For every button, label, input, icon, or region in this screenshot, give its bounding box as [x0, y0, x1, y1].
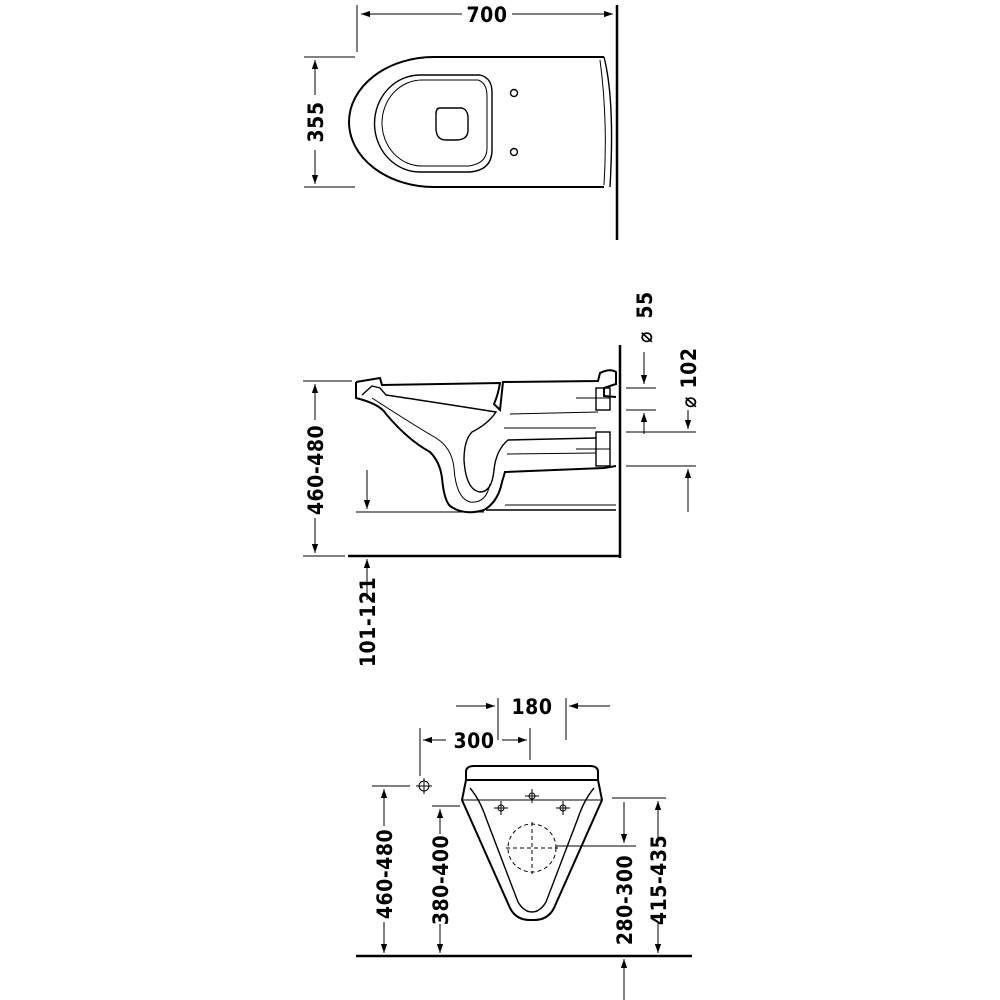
dim-left-460-480: 460-480 [373, 829, 397, 919]
dim-inner-380-400: 380-400 [429, 835, 453, 925]
fixing-marker [494, 801, 508, 815]
dim-height-460-480: 460-480 [304, 425, 328, 515]
dim-180: 180 [512, 695, 553, 719]
fixing-hole [509, 88, 519, 98]
fixing-hole [509, 147, 519, 157]
dim-depth-355: 355 [304, 102, 328, 143]
front-bowl [460, 779, 604, 921]
trap-channel [361, 385, 597, 493]
seat-rim [373, 74, 493, 173]
dim-pipe-102: 102 [677, 348, 701, 389]
bowl-flange [603, 56, 613, 188]
fixing-marker [556, 801, 570, 815]
diameter-symbol: ⌀ [633, 331, 657, 343]
side-profile [355, 382, 617, 514]
top-view: 700 355 [304, 3, 619, 240]
inlet-pipe [595, 387, 611, 411]
dim-width-700: 700 [467, 3, 508, 27]
dim-right-415-435: 415-435 [647, 835, 671, 925]
drain-opening [435, 107, 469, 141]
front-view: 180 300 460-480 380-400 280-300 415-435 [356, 695, 692, 1000]
fixing-marker [525, 789, 539, 803]
diameter-symbol: ⌀ [677, 396, 701, 408]
dim-300: 300 [454, 729, 495, 753]
bowl-outline [348, 56, 604, 188]
dim-right-280-300: 280-300 [613, 855, 637, 945]
dim-pipe-55: 55 [633, 291, 657, 318]
side-view: 460-480 101-121 55 ⌀ 102 ⌀ [303, 291, 701, 667]
water-supply-marker [416, 778, 432, 794]
dim-floor-101-121: 101-121 [356, 577, 380, 667]
front-rim [465, 765, 599, 781]
